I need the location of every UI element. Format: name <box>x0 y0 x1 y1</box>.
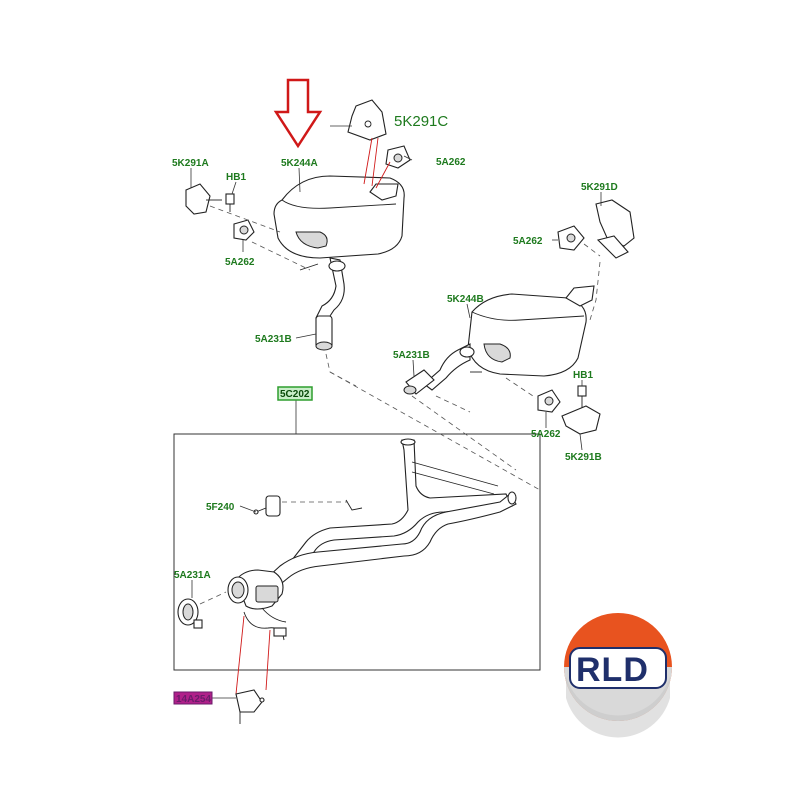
label-5k291a: 5K291A <box>172 158 209 169</box>
label-hb1-right: HB1 <box>573 370 593 381</box>
bracket-14a254 <box>235 689 265 724</box>
label-14a254: 14A254 <box>176 694 211 705</box>
isolator-5a262-right <box>557 225 585 251</box>
front-pipe-group-frame <box>173 433 541 671</box>
bracket-5k291a <box>185 183 222 215</box>
label-5f240: 5F240 <box>206 502 235 513</box>
label-5k244a: 5K244A <box>281 158 318 169</box>
label-5k291b: 5K291B <box>565 452 602 463</box>
clamp-5a231a <box>177 598 203 629</box>
front-pipe-5c202 <box>227 438 517 641</box>
label-5k291d: 5K291D <box>581 182 618 193</box>
label-5a231b-left: 5A231B <box>255 334 292 345</box>
bracket-5k291c <box>330 99 387 141</box>
label-5a231a: 5A231A <box>174 570 211 581</box>
highlight-box-14a254 <box>173 691 213 705</box>
callout-arrow <box>273 78 323 149</box>
label-5k244b: 5K244B <box>447 294 484 305</box>
label-5k291c: 5K291C <box>394 113 448 130</box>
muffler-5k244a <box>273 175 405 323</box>
label-5a231b-right: 5A231B <box>393 350 430 361</box>
label-5a262-top: 5A262 <box>436 157 466 168</box>
clamp-5a231b-right <box>403 369 435 395</box>
rld-logo: RLD <box>564 613 672 738</box>
rld-logo-text: RLD <box>576 651 649 689</box>
bolt-hb1-left <box>225 193 235 212</box>
muffler-5k244b <box>423 285 595 391</box>
isolator-5a262-lowright <box>537 389 561 413</box>
label-5a262-right: 5A262 <box>513 236 543 247</box>
isolator-5a262-left <box>233 219 255 241</box>
label-hb1-left: HB1 <box>226 172 246 183</box>
bracket-5k291b <box>561 405 601 435</box>
label-5c202: 5C202 <box>280 389 310 400</box>
isolator-5a262-top <box>385 145 411 169</box>
label-5a262-left: 5A262 <box>225 257 255 268</box>
clamp-5a231b-left <box>315 315 333 351</box>
bolt-hb1-right <box>577 385 587 408</box>
label-5a262-lowright: 5A262 <box>531 429 561 440</box>
highlight-box-5c202 <box>277 386 313 401</box>
bracket-5k291d <box>595 199 635 259</box>
isolator-5f240 <box>253 495 281 517</box>
